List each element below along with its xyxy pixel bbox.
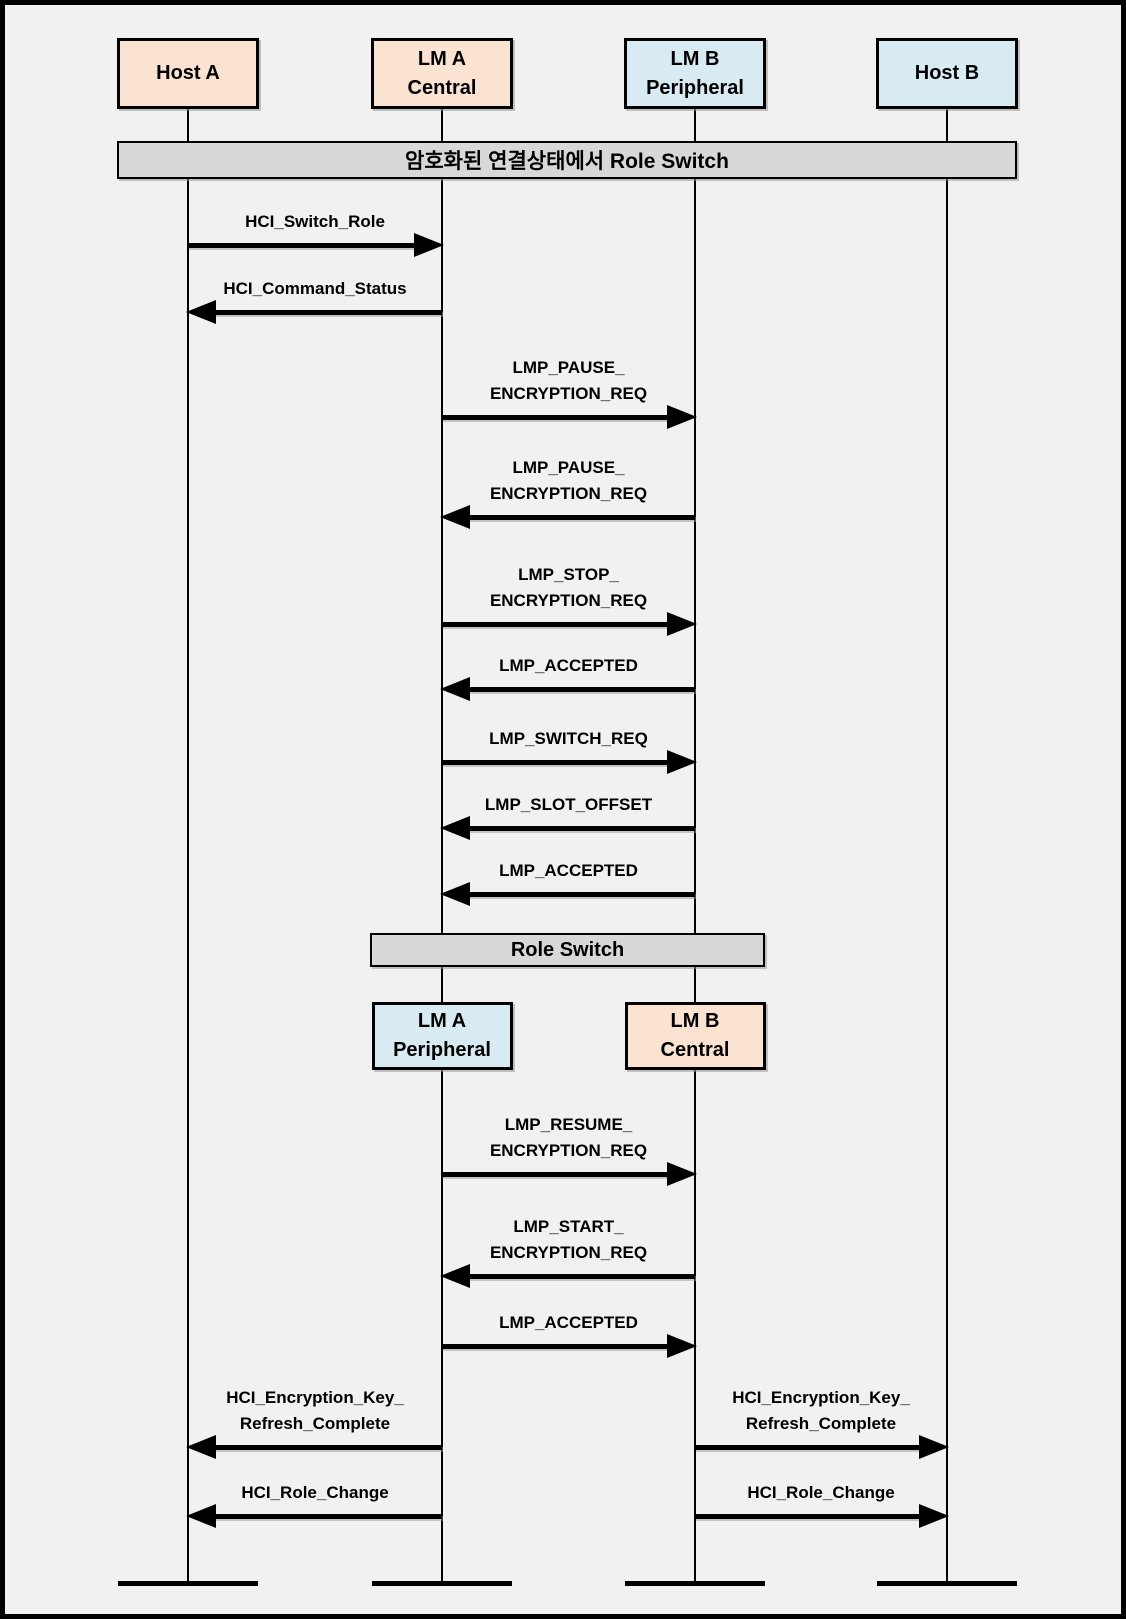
message-label-line: HCI_Encryption_Key_ [732, 1388, 910, 1407]
message-arrow-line [466, 515, 695, 520]
message-label: LMP_ACCEPTED [442, 858, 695, 884]
message-label: LMP_ACCEPTED [442, 653, 695, 679]
message-label-line: LMP_RESUME_ [504, 1115, 633, 1134]
actor-label-line: LM A [417, 1010, 467, 1032]
actor-box-mid-lmB: LM B Central [624, 1002, 766, 1070]
message-arrow-line [188, 243, 418, 248]
arrowhead-right-icon [919, 1435, 949, 1459]
arrowhead-left-icon [186, 1435, 216, 1459]
actor-label-line: Central [660, 1039, 730, 1061]
message-label-line: HCI_Switch_Role [245, 212, 385, 231]
actor-label-line: Peripheral [646, 76, 744, 99]
message-label-line: Refresh_Complete [745, 1414, 897, 1433]
arrowhead-right-icon [667, 750, 697, 774]
arrowhead-left-icon [440, 882, 470, 906]
role-switch-banner-label: Role Switch [510, 938, 625, 961]
message-label: LMP_PAUSE_ ENCRYPTION_REQ [442, 455, 695, 507]
message-label: HCI_Role_Change [695, 1480, 947, 1506]
actor-label-line: LM B [670, 1010, 720, 1032]
actor-label-line: LM B [670, 47, 720, 70]
actor-label-line: Host B [914, 62, 980, 84]
message-arrow-line [212, 310, 442, 315]
message-label-line: ENCRYPTION_REQ [489, 484, 648, 503]
message-label-line: HCI_Role_Change [747, 1483, 895, 1502]
message-label-line: LMP_PAUSE_ [512, 458, 625, 477]
message-arrow-line [695, 1514, 923, 1519]
arrowhead-left-icon [186, 1504, 216, 1528]
message-arrow-line [212, 1445, 442, 1450]
message-label-line: HCI_Encryption_Key_ [226, 1388, 404, 1407]
section-banner-encrypted-role-switch: 암호화된 연결상태에서 Role Switch [117, 141, 1017, 179]
message-label-line: ENCRYPTION_REQ [489, 384, 648, 403]
actor-box-top-hostA: Host A [117, 38, 259, 109]
message-label: LMP_STOP_ ENCRYPTION_REQ [442, 562, 695, 614]
message-arrow-line [466, 826, 695, 831]
message-label-line: LMP_PAUSE_ [512, 358, 625, 377]
message-label: HCI_Command_Status [188, 276, 442, 302]
message-label: HCI_Encryption_Key_ Refresh_Complete [188, 1385, 442, 1437]
message-label-line: LMP_START_ [513, 1217, 624, 1236]
arrowhead-left-icon [440, 505, 470, 529]
message-label-line: LMP_SLOT_OFFSET [484, 795, 653, 814]
message-arrow-line [442, 1172, 671, 1177]
message-label: HCI_Encryption_Key_ Refresh_Complete [695, 1385, 947, 1437]
message-arrow-line [442, 415, 671, 420]
actor-box-mid-lmA: LM A Peripheral [371, 1002, 513, 1070]
message-label: LMP_START_ ENCRYPTION_REQ [442, 1214, 695, 1266]
message-arrow-line [695, 1445, 923, 1450]
message-label-line: ENCRYPTION_REQ [489, 1243, 648, 1262]
arrowhead-left-icon [440, 677, 470, 701]
message-arrow-line [442, 760, 671, 765]
actor-box-top-lmB: LM B Peripheral [624, 38, 766, 109]
message-arrow-line [442, 622, 671, 627]
arrowhead-left-icon [186, 300, 216, 324]
message-label: LMP_SWITCH_REQ [442, 726, 695, 752]
arrowhead-right-icon [667, 1162, 697, 1186]
lifeline-lmB [694, 109, 696, 1586]
arrowhead-left-icon [440, 1264, 470, 1288]
section-banner-label: 암호화된 연결상태에서 Role Switch [405, 150, 729, 173]
message-label-line: Refresh_Complete [239, 1414, 391, 1433]
message-label-line: HCI_Role_Change [241, 1483, 389, 1502]
role-switch-banner: Role Switch [370, 933, 765, 967]
lifeline-hostB [946, 109, 948, 1586]
message-label: LMP_ACCEPTED [442, 1310, 695, 1336]
message-arrow-line [212, 1514, 442, 1519]
arrowhead-right-icon [667, 405, 697, 429]
lifeline-lmA [441, 109, 443, 1586]
message-label-line: ENCRYPTION_REQ [489, 1141, 648, 1160]
actor-label-line: Host A [156, 62, 220, 84]
message-label-line: ENCRYPTION_REQ [489, 591, 648, 610]
arrowhead-right-icon [919, 1504, 949, 1528]
lifeline-end-lmB [625, 1581, 765, 1586]
lifeline-end-hostA [118, 1581, 258, 1586]
message-label-line: LMP_ACCEPTED [499, 861, 638, 880]
actor-box-top-hostB: Host B [876, 38, 1018, 109]
message-label-line: LMP_ACCEPTED [499, 656, 638, 675]
lifeline-end-lmA [372, 1581, 512, 1586]
actor-box-top-lmA: LM A Central [371, 38, 513, 109]
actor-label-line: Peripheral [393, 1039, 491, 1061]
message-arrow-line [442, 1344, 671, 1349]
arrowhead-right-icon [667, 612, 697, 636]
message-label: LMP_SLOT_OFFSET [442, 792, 695, 818]
arrowhead-right-icon [414, 233, 444, 257]
actor-label-line: LM A [417, 47, 467, 70]
actor-label-line: Central [407, 76, 477, 99]
message-label: HCI_Switch_Role [188, 209, 442, 235]
lifeline-hostA [187, 109, 189, 1586]
message-arrow-line [466, 1274, 695, 1279]
lifeline-end-hostB [877, 1581, 1017, 1586]
message-label-line: LMP_STOP_ [518, 565, 619, 584]
message-label-line: HCI_Command_Status [223, 279, 407, 298]
message-label: LMP_RESUME_ ENCRYPTION_REQ [442, 1112, 695, 1164]
arrowhead-left-icon [440, 816, 470, 840]
message-label: HCI_Role_Change [188, 1480, 442, 1506]
message-label-line: LMP_ACCEPTED [499, 1313, 638, 1332]
message-arrow-line [466, 687, 695, 692]
arrowhead-right-icon [667, 1334, 697, 1358]
message-label-line: LMP_SWITCH_REQ [489, 729, 648, 748]
message-arrow-line [466, 892, 695, 897]
message-label: LMP_PAUSE_ ENCRYPTION_REQ [442, 355, 695, 407]
